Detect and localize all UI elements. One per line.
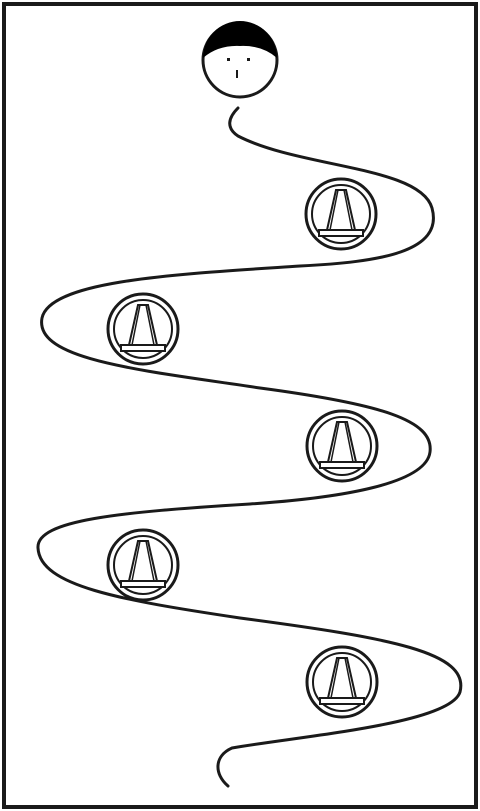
cone-icon (306, 179, 376, 249)
person-head-icon (203, 21, 277, 97)
cone-icon (108, 530, 178, 600)
cone-icon (307, 411, 377, 481)
cone-icon (307, 647, 377, 717)
diagram-frame (4, 4, 476, 807)
cone-icon (108, 294, 178, 364)
